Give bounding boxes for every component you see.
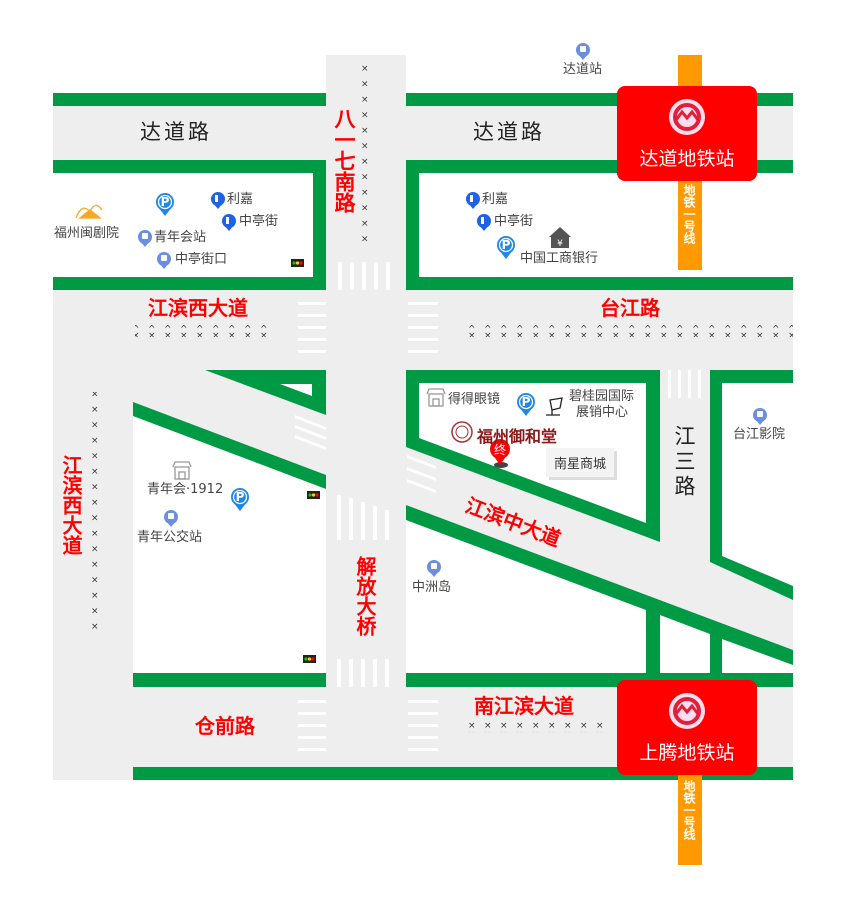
metro-line-label-bottom: 地铁一号线 <box>682 780 696 840</box>
rail-marks-left <box>90 392 102 632</box>
bank-icon <box>549 227 571 248</box>
road-label-jiangbin-west-vertical: 江滨西大道 <box>59 455 83 555</box>
poi-taijiang-cinema[interactable]: 台江影院 <box>733 427 786 442</box>
poi-qingnian-bus[interactable]: 青年公交站 <box>137 530 203 545</box>
rail-marks-h2 <box>460 325 793 337</box>
metro-station-shangteng[interactable]: 上腾地铁站 <box>617 680 757 775</box>
road-label-cangqian: 仓前路 <box>195 714 255 738</box>
yuhetang-seal-icon <box>451 421 473 443</box>
shop-icon <box>172 461 192 480</box>
poi-qingnianhui-1912[interactable]: 青年会·1912 <box>147 482 224 497</box>
end-glyph: 终 <box>494 442 506 457</box>
poi-zhongting-right[interactable]: 中亭街 <box>494 214 534 229</box>
road-label-dadao-right: 达道路 <box>473 120 545 144</box>
road-label-bayiqi: 八一七南路 <box>332 108 356 213</box>
bank-glyph: ¥ <box>557 239 563 249</box>
metro-logo-icon <box>669 693 705 729</box>
rail-marks-vertical <box>360 62 372 242</box>
traffic-light-icon <box>307 491 320 499</box>
triangle-block <box>205 370 326 415</box>
road-label-taijiang: 台江路 <box>600 296 660 320</box>
metro-line-label-top: 地铁一号线 <box>682 184 696 244</box>
poi-biguiyuan-line2[interactable]: 展销中心 <box>576 405 629 420</box>
poi-lijia-left[interactable]: 利嘉 <box>227 192 254 207</box>
poi-zhongtingjiekou[interactable]: 中亭街口 <box>175 252 228 267</box>
parking-glyph: P <box>236 490 245 504</box>
poi-qingnianhui-station[interactable]: 青年会站 <box>154 230 207 245</box>
road-label-jiefang-bridge: 解放大桥 <box>353 556 377 636</box>
road-label-dadao-left: 达道路 <box>140 120 212 144</box>
traffic-light-icon <box>291 259 304 267</box>
metro-station-name: 达道地铁站 <box>639 148 735 170</box>
poi-icbc[interactable]: 中国工商银行 <box>520 251 599 266</box>
bus-stop-icon <box>138 43 767 577</box>
destination-marker-icon <box>490 439 510 468</box>
poi-dadao-station[interactable]: 达道站 <box>563 62 603 77</box>
parking-glyph: P <box>502 238 511 252</box>
shop-icon <box>426 388 446 407</box>
rail-marks-h3 <box>463 721 603 733</box>
poi-biguiyuan-line1[interactable]: 碧桂园国际 <box>569 389 635 404</box>
poi-theatre[interactable]: 福州闽剧院 <box>54 226 120 241</box>
rail-marks-h1 <box>135 325 275 337</box>
metro-line-bottom <box>678 770 702 865</box>
poi-zhongting-left[interactable]: 中亭街 <box>239 214 279 229</box>
road-label-jiangsan: 江三路 <box>672 425 696 500</box>
parking-glyph: P <box>522 395 531 409</box>
crosswalks <box>295 262 701 751</box>
poi-zhongzhou[interactable]: 中洲岛 <box>412 580 452 595</box>
road-label-jiangbin-west: 江滨西大道 <box>148 296 248 320</box>
poi-dede-glasses[interactable]: 得得眼镜 <box>448 392 501 407</box>
metro-station-name: 上腾地铁站 <box>639 742 735 764</box>
poi-nanxing-mall[interactable]: 南星商城 <box>546 448 615 477</box>
building-icon <box>211 192 491 231</box>
poi-lijia-right[interactable]: 利嘉 <box>482 192 509 207</box>
theatre-icon <box>75 204 103 219</box>
metro-logo-icon <box>669 99 705 135</box>
road-label-nanjiangbin: 南江滨大道 <box>474 694 574 718</box>
metro-station-dadao[interactable]: 达道地铁站 <box>617 86 757 181</box>
traffic-light-icon <box>303 655 316 663</box>
sales-center-icon <box>546 397 563 416</box>
parking-glyph: P <box>161 195 170 209</box>
poi-yuhetang[interactable]: 福州御和堂 <box>477 427 558 446</box>
